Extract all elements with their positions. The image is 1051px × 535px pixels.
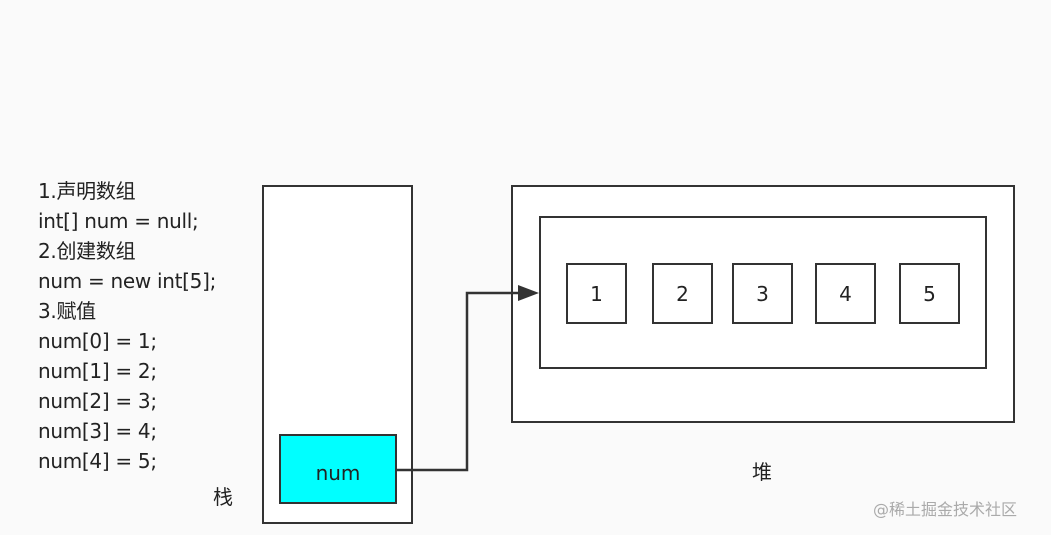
code-line: 1.声明数组 [38, 179, 136, 203]
stack-label: 栈 [213, 485, 233, 509]
stack-variable-num: num [279, 434, 397, 504]
array-cell: 2 [652, 263, 713, 324]
code-line: 3.赋值 [38, 299, 96, 323]
code-line: num[3] = 4; [38, 419, 157, 443]
code-line: 2.创建数组 [38, 239, 136, 263]
code-line: num = new int[5]; [38, 269, 217, 293]
code-line: num[1] = 2; [38, 359, 157, 383]
code-line: int[] num = null; [38, 209, 199, 233]
code-line: num[0] = 1; [38, 329, 157, 353]
array-cell: 1 [566, 263, 627, 324]
array-cell: 3 [732, 263, 793, 324]
array-cell: 5 [899, 263, 960, 324]
code-listing: 1.声明数组 int[] num = null; 2.创建数组 num = ne… [38, 176, 216, 476]
watermark: @稀土掘金技术社区 [873, 500, 1018, 519]
heap-label: 堆 [752, 460, 772, 484]
code-line: num[2] = 3; [38, 389, 157, 413]
code-line: num[4] = 5; [38, 449, 157, 473]
array-cell: 4 [815, 263, 876, 324]
